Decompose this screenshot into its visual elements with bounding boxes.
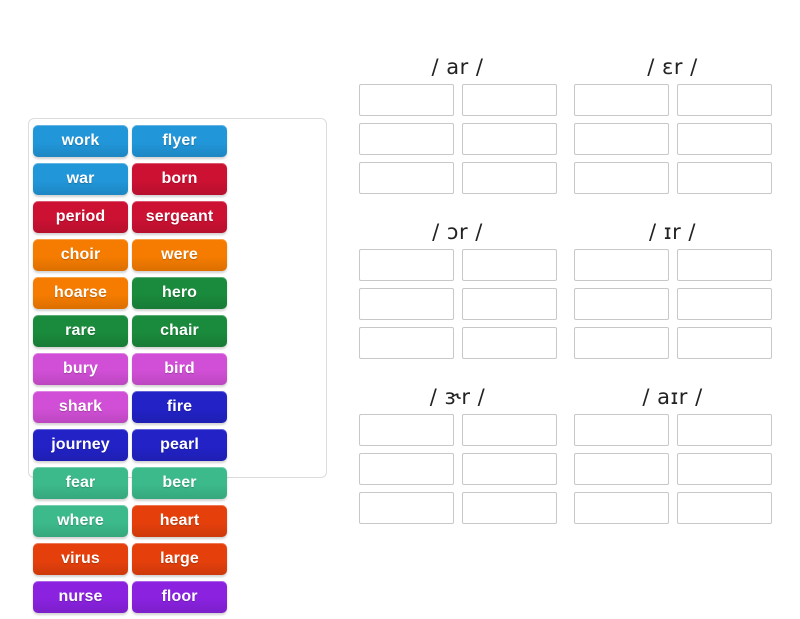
drop-slot[interactable]	[358, 84, 454, 116]
drop-slot-grid	[565, 249, 780, 366]
drop-slot-grid	[350, 84, 565, 201]
drop-slot[interactable]	[358, 288, 454, 320]
drop-slot[interactable]	[573, 288, 669, 320]
drop-slot[interactable]	[461, 414, 557, 446]
word-tile[interactable]: nurse	[33, 581, 128, 613]
drop-slot[interactable]	[358, 123, 454, 155]
word-tile[interactable]: heart	[132, 505, 227, 537]
category-group: / ɔr /	[350, 215, 565, 366]
drop-slot[interactable]	[573, 492, 669, 524]
drop-slot[interactable]	[461, 492, 557, 524]
category-title: / aɪr /	[642, 385, 703, 409]
word-tile[interactable]: floor	[132, 581, 227, 613]
word-tile[interactable]: shark	[33, 391, 128, 423]
word-tile[interactable]: bury	[33, 353, 128, 385]
category-group: / aɪr /	[565, 380, 780, 531]
word-tile[interactable]: pearl	[132, 429, 227, 461]
drop-slot[interactable]	[676, 84, 772, 116]
category-group: / ɛr /	[565, 50, 780, 201]
category-groups: / ar / / ɛr / / ɔr / / ɪr / / ɝr / / aɪr /	[350, 50, 780, 545]
word-tile[interactable]: hero	[132, 277, 227, 309]
drop-slot[interactable]	[676, 492, 772, 524]
word-tile[interactable]: born	[132, 163, 227, 195]
word-tile[interactable]: virus	[33, 543, 128, 575]
word-tile[interactable]: fear	[33, 467, 128, 499]
word-tile[interactable]: were	[132, 239, 227, 271]
drop-slot[interactable]	[573, 123, 669, 155]
category-title: / ɝr /	[429, 385, 486, 409]
drop-slot[interactable]	[461, 249, 557, 281]
word-tile[interactable]: work	[33, 125, 128, 157]
drop-slot[interactable]	[358, 492, 454, 524]
category-group: / ɝr /	[350, 380, 565, 531]
word-tile[interactable]: flyer	[132, 125, 227, 157]
word-tile[interactable]: bird	[132, 353, 227, 385]
drop-slot[interactable]	[461, 123, 557, 155]
word-tile[interactable]: choir	[33, 239, 128, 271]
word-tile[interactable]: beer	[132, 467, 227, 499]
drop-slot-grid	[350, 249, 565, 366]
drop-slot[interactable]	[573, 414, 669, 446]
drop-slot-grid	[565, 84, 780, 201]
drop-slot[interactable]	[573, 162, 669, 194]
word-tile[interactable]: where	[33, 505, 128, 537]
drop-slot[interactable]	[573, 453, 669, 485]
drop-slot-grid	[350, 414, 565, 531]
drop-slot[interactable]	[676, 414, 772, 446]
drop-slot[interactable]	[676, 249, 772, 281]
category-group: / ɪr /	[565, 215, 780, 366]
category-title: / ar /	[431, 55, 484, 79]
word-tile[interactable]: chair	[132, 315, 227, 347]
word-tile[interactable]: rare	[33, 315, 128, 347]
drop-slot[interactable]	[676, 288, 772, 320]
drop-slot-grid	[565, 414, 780, 531]
drop-slot[interactable]	[358, 414, 454, 446]
drop-slot[interactable]	[358, 453, 454, 485]
drop-slot[interactable]	[461, 162, 557, 194]
drop-slot[interactable]	[461, 327, 557, 359]
category-title: / ɪr /	[649, 220, 696, 244]
drop-slot[interactable]	[461, 288, 557, 320]
drop-slot[interactable]	[461, 453, 557, 485]
drop-slot[interactable]	[573, 249, 669, 281]
word-tile[interactable]: sergeant	[132, 201, 227, 233]
category-title: / ɛr /	[647, 55, 698, 79]
word-tile[interactable]: journey	[33, 429, 128, 461]
drop-slot[interactable]	[573, 327, 669, 359]
drop-slot[interactable]	[676, 453, 772, 485]
word-tile[interactable]: large	[132, 543, 227, 575]
drop-slot[interactable]	[358, 162, 454, 194]
word-tile[interactable]: war	[33, 163, 128, 195]
word-tile[interactable]: hoarse	[33, 277, 128, 309]
category-title: / ɔr /	[432, 220, 483, 244]
drop-slot[interactable]	[358, 327, 454, 359]
category-group: / ar /	[350, 50, 565, 201]
drop-slot[interactable]	[676, 123, 772, 155]
word-tile[interactable]: period	[33, 201, 128, 233]
drop-slot[interactable]	[573, 84, 669, 116]
drop-slot[interactable]	[461, 84, 557, 116]
drop-slot[interactable]	[676, 327, 772, 359]
drop-slot[interactable]	[676, 162, 772, 194]
drop-slot[interactable]	[358, 249, 454, 281]
word-tile[interactable]: fire	[132, 391, 227, 423]
